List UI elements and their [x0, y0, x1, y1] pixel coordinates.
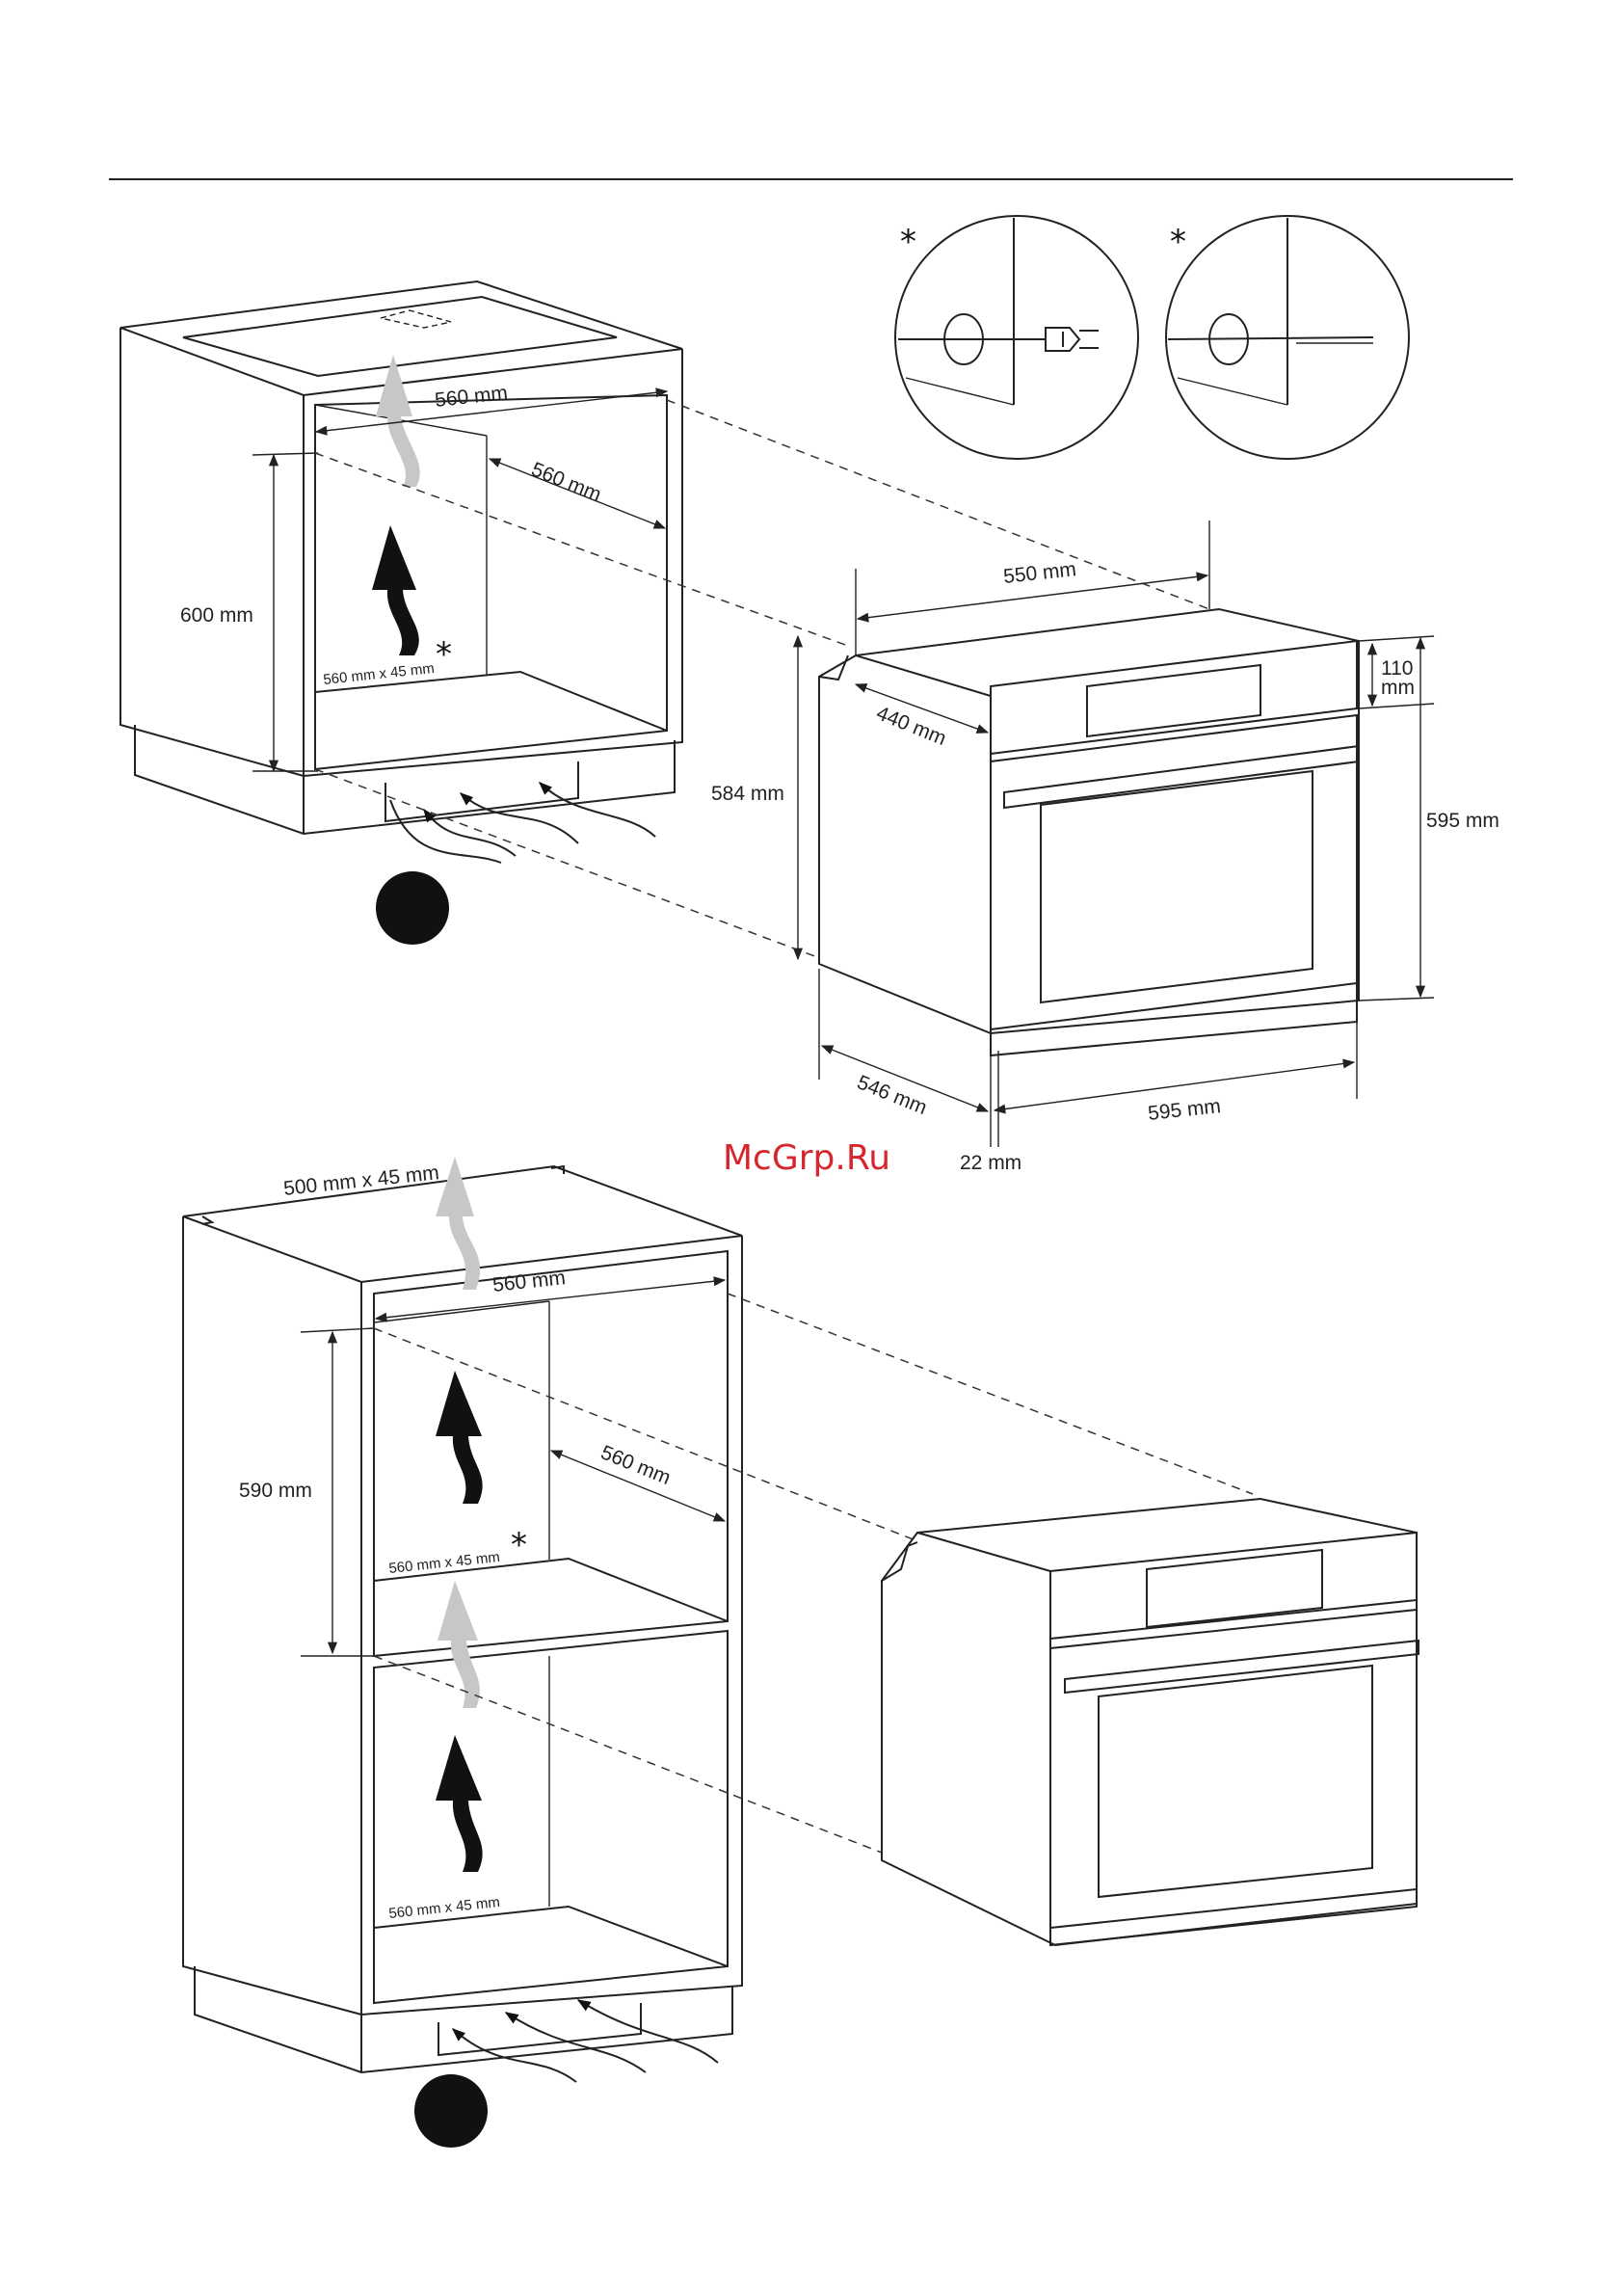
cabinet-height-label: 600 mm — [180, 604, 253, 627]
column-lower-vent-label: 560 mm x 45 mm — [388, 1894, 501, 1922]
oven-front-height-label: 584 mm — [711, 783, 784, 805]
oven-panel-height-unit: mm — [1381, 677, 1415, 699]
airflow-up-arrow — [372, 525, 419, 655]
cable-detail — [1166, 216, 1409, 459]
column-middle-arrow — [438, 1581, 480, 1708]
column-height-label: 590 mm — [239, 1480, 312, 1502]
cable-detail-mark: * — [1170, 223, 1186, 261]
column-intake-arrows — [453, 2000, 718, 2082]
cabinet-depth-label: 560 mm — [528, 458, 604, 506]
oven-front-offset-label: 22 mm — [960, 1152, 1021, 1174]
cabinet-vent-label: 560 mm x 45 mm — [323, 660, 436, 688]
airflow-intake-arrows — [390, 783, 655, 863]
column-depth-label: 560 mm — [597, 1441, 674, 1489]
oven-top-depth-label: 550 mm — [1002, 558, 1077, 588]
oven-front-width-label: 595 mm — [1147, 1095, 1222, 1125]
oven-total-height-label: 595 mm — [1426, 810, 1499, 832]
step-marker — [376, 871, 449, 945]
plug-detail — [895, 216, 1138, 459]
column-upper-arrow — [436, 1371, 483, 1504]
plug-detail-mark: * — [900, 223, 916, 261]
watermark: McGrp.Ru — [723, 1138, 890, 1178]
column-step-marker — [414, 2074, 488, 2148]
column-lower-arrow — [436, 1735, 483, 1872]
column-upper-vent-mark: * — [511, 1526, 527, 1564]
cabinet-vent-mark: * — [436, 635, 452, 674]
column-width-label: 560 mm — [491, 1267, 567, 1296]
cabinet-width-label: 560 mm — [434, 382, 509, 412]
column-oven — [882, 1499, 1419, 1945]
top-oven — [819, 609, 1359, 1055]
oven-base-depth-label: 546 mm — [854, 1071, 930, 1119]
